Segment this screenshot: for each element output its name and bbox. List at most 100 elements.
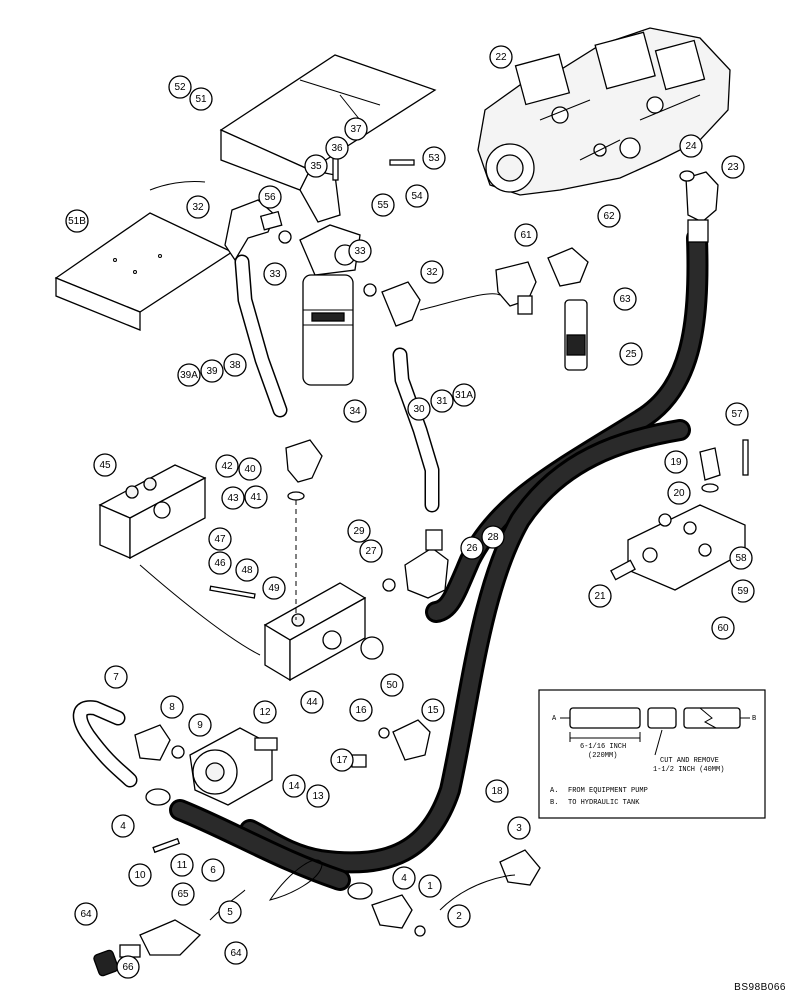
elbow-fitting-42 <box>285 439 323 483</box>
callout-label: 64 <box>230 948 242 959</box>
callout-4: 4 <box>392 866 416 890</box>
callout-49: 49 <box>262 576 286 600</box>
callout-circle <box>380 673 404 697</box>
callout-circle <box>613 287 637 311</box>
callout-circle <box>430 389 454 413</box>
callout-18: 18 <box>485 779 509 803</box>
callout-8: 8 <box>160 695 184 719</box>
callout-25: 25 <box>619 342 643 366</box>
callout-label: 22 <box>495 52 507 63</box>
callout-circle <box>200 359 224 383</box>
fitting-19 <box>699 447 721 481</box>
callout-circle <box>188 713 212 737</box>
callout-48: 48 <box>235 558 259 582</box>
callout-circle <box>208 527 232 551</box>
callout-30: 30 <box>407 397 431 421</box>
callout-circle <box>507 816 531 840</box>
callout-64: 64 <box>224 941 248 965</box>
callout-label: 32 <box>426 267 438 278</box>
callout-label: 65 <box>177 889 189 900</box>
callout-circle <box>65 209 89 233</box>
callout-label: 47 <box>214 534 226 545</box>
callout-circle <box>392 866 416 890</box>
callout-label: 1 <box>427 881 433 892</box>
callout-label: 6 <box>210 865 216 876</box>
callout-58: 58 <box>729 546 753 570</box>
callout-circle <box>349 698 373 722</box>
callout-33: 33 <box>348 239 372 263</box>
callout-65: 65 <box>171 882 195 906</box>
callout-label: 56 <box>264 192 276 203</box>
callout-label: 61 <box>520 230 532 241</box>
callout-circle <box>514 223 538 247</box>
callout-circle <box>208 551 232 575</box>
o-ring-2 <box>414 925 426 937</box>
callout-label: 45 <box>99 460 111 471</box>
callout-10: 10 <box>128 863 152 887</box>
callout-59: 59 <box>731 579 755 603</box>
inset-dimension-2a: CUT AND REMOVE <box>660 757 719 765</box>
hose-cut-detail-inset: A B 6-1/16 INCH (220MM) CUT AND REMOVE 1… <box>538 689 766 819</box>
callout-label: 66 <box>122 962 134 973</box>
callout-27: 27 <box>359 539 383 563</box>
callout-63: 63 <box>613 287 637 311</box>
inset-dimension-1a: 6-1/16 INCH <box>580 743 626 751</box>
callout-23: 23 <box>721 155 745 179</box>
callout-label: 60 <box>717 623 729 634</box>
callout-circle <box>215 454 239 478</box>
bolt-53 <box>389 159 415 166</box>
callout-38: 38 <box>223 353 247 377</box>
callout-41: 41 <box>244 485 268 509</box>
hose-sleeve <box>564 299 588 371</box>
callout-62: 62 <box>597 204 621 228</box>
callout-label: 10 <box>134 870 146 881</box>
callout-44: 44 <box>300 690 324 714</box>
mounting-bracket <box>219 54 437 223</box>
callout-circle <box>221 486 245 510</box>
callout-42: 42 <box>215 454 239 478</box>
tube-30 <box>392 347 440 513</box>
callout-balloons: 1234456789101112131415161718192021222324… <box>65 45 755 979</box>
gear-motor <box>189 727 278 806</box>
callout-circle <box>422 146 446 170</box>
callout-26: 26 <box>460 536 484 560</box>
callout-32: 32 <box>420 260 444 284</box>
callout-circle <box>223 353 247 377</box>
hydraulic-pump <box>477 27 731 196</box>
fitting-15 <box>392 719 431 761</box>
callout-circle <box>460 536 484 560</box>
callout-circle <box>588 584 612 608</box>
callout-circle <box>111 814 135 838</box>
callout-circle <box>725 402 749 426</box>
o-ring-33 <box>278 230 292 244</box>
callout-circle <box>343 399 367 423</box>
callout-circle <box>452 383 476 407</box>
callout-label: 2 <box>456 911 462 922</box>
callout-4: 4 <box>111 814 135 838</box>
callout-20: 20 <box>667 481 691 505</box>
callout-circle <box>325 136 349 160</box>
shield-plate <box>54 212 234 331</box>
callout-28: 28 <box>481 525 505 549</box>
callout-circle <box>116 955 140 979</box>
o-ring-24 <box>679 170 695 182</box>
inset-end-a: A <box>552 715 557 723</box>
callout-circle <box>330 748 354 772</box>
drawing-reference-code: BS98B066 <box>734 982 786 993</box>
callout-label: 7 <box>113 672 119 683</box>
callout-label: 21 <box>594 591 606 602</box>
callout-label: 42 <box>221 461 233 472</box>
o-ring-33b <box>363 283 377 297</box>
bolt-57 <box>742 439 749 476</box>
callout-circle <box>128 863 152 887</box>
callout-label: 17 <box>336 755 348 766</box>
callout-circle <box>262 576 286 600</box>
callout-label: 8 <box>169 702 175 713</box>
callout-circle <box>238 457 262 481</box>
callout-label: 11 <box>177 860 188 871</box>
callout-circle <box>74 902 98 926</box>
callout-label: 39A <box>180 370 198 381</box>
callout-label: 58 <box>735 553 747 564</box>
callout-label: 23 <box>727 162 739 173</box>
callout-label: 34 <box>349 406 361 417</box>
